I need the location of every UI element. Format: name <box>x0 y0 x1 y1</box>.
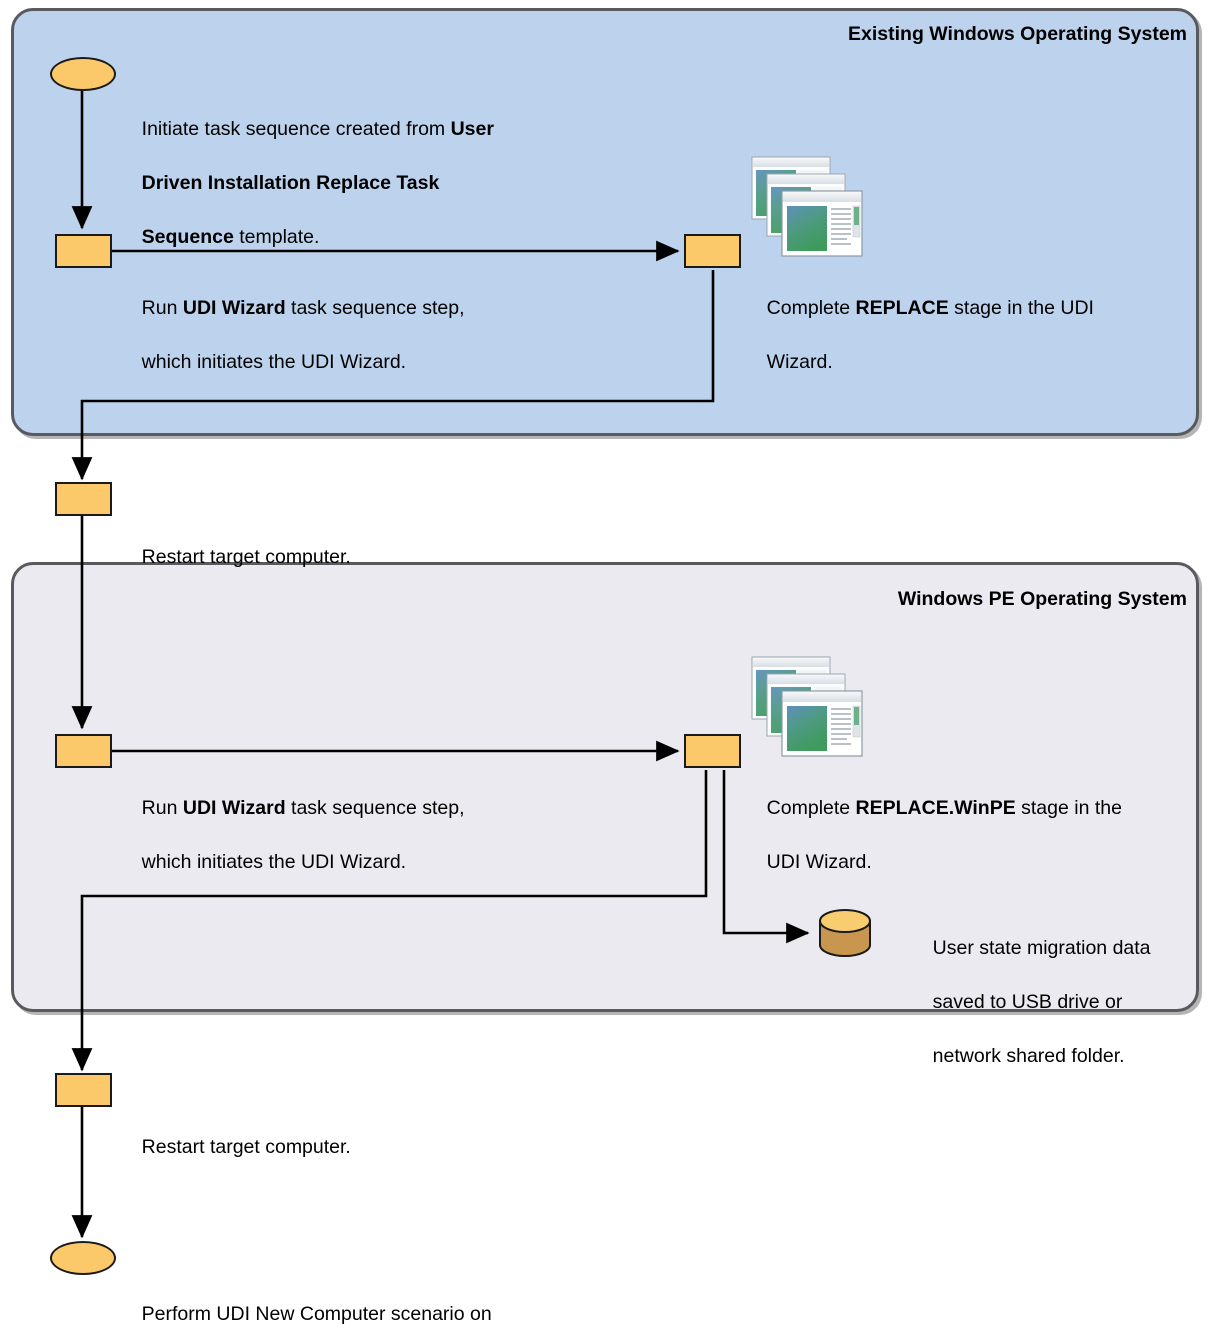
activity-run-udi-wizard-2[interactable] <box>55 734 112 768</box>
activity-restart-2[interactable] <box>55 1073 112 1107</box>
label-complete1-text-4: Wizard. <box>766 351 833 373</box>
label-restart2-text: Restart target computer. <box>141 1136 351 1158</box>
activity-complete-replace-winpe[interactable] <box>684 734 741 768</box>
activity-restart-1[interactable] <box>55 482 112 516</box>
label-start-text-3: Driven Installation Replace Task <box>141 172 440 194</box>
label-run1-text-3: task sequence step, <box>285 297 465 319</box>
swimlane-existing-windows-title: Existing Windows Operating System <box>848 23 1187 45</box>
label-run2-text-2: UDI Wizard <box>182 797 286 819</box>
label-complete1-text-2: REPLACE <box>855 297 949 319</box>
label-start: Initiate task sequence created from User… <box>120 89 590 278</box>
label-run1-text-4: which initiates the UDI Wizard. <box>141 351 407 373</box>
activity-complete-replace[interactable] <box>684 234 741 268</box>
label-run-udi-wizard-1: Run UDI Wizard task sequence step, which… <box>120 268 680 403</box>
label-complete2-text-3: stage in the <box>1015 797 1122 819</box>
label-complete1-text-3: stage in the UDI <box>948 297 1094 319</box>
label-run1-text-1: Run <box>141 297 183 319</box>
label-restart-1: Restart target computer. <box>120 517 520 598</box>
label-restart1-text: Restart target computer. <box>141 546 351 568</box>
label-run2-text-1: Run <box>141 797 183 819</box>
label-usmt-datastore: User state migration data saved to USB d… <box>911 908 1209 1097</box>
label-run1-text-2: UDI Wizard <box>182 297 286 319</box>
window-stack-icon <box>750 155 865 260</box>
label-store-text-1: User state migration data <box>932 937 1151 959</box>
label-start-text-2: User <box>450 118 494 140</box>
label-store-text-3: network shared folder. <box>932 1045 1125 1067</box>
label-complete2-text-4: UDI Wizard. <box>766 851 872 873</box>
label-complete2-text-1: Complete <box>766 797 856 819</box>
start-terminator[interactable] <box>50 57 116 91</box>
label-restart-2: Restart target computer. <box>120 1107 520 1188</box>
label-end-text-1: Perform UDI New Computer scenario on <box>141 1303 492 1325</box>
label-end: Perform UDI New Computer scenario on new… <box>120 1274 620 1337</box>
label-complete-replace: Complete REPLACE stage in the UDI Wizard… <box>745 268 1195 403</box>
swimlane-windows-pe-title: Windows PE Operating System <box>897 588 1187 610</box>
label-complete2-text-2: REPLACE.WinPE <box>855 797 1016 819</box>
label-run2-text-3: task sequence step, <box>285 797 465 819</box>
label-start-text-5: template. <box>233 226 320 248</box>
end-terminator[interactable] <box>50 1241 116 1275</box>
label-run2-text-4: which initiates the UDI Wizard. <box>141 851 407 873</box>
label-store-text-2: saved to USB drive or <box>932 991 1123 1013</box>
activity-run-udi-wizard-1[interactable] <box>55 234 112 268</box>
label-complete1-text-1: Complete <box>766 297 856 319</box>
window-stack-icon <box>750 655 865 760</box>
label-start-text-4: Sequence <box>141 226 234 248</box>
label-run-udi-wizard-2: Run UDI Wizard task sequence step, which… <box>120 768 680 903</box>
label-start-text-1: Initiate task sequence created from <box>141 118 451 140</box>
label-complete-replace-winpe: Complete REPLACE.WinPE stage in the UDI … <box>745 768 1205 903</box>
database-cylinder-icon[interactable] <box>818 908 872 958</box>
